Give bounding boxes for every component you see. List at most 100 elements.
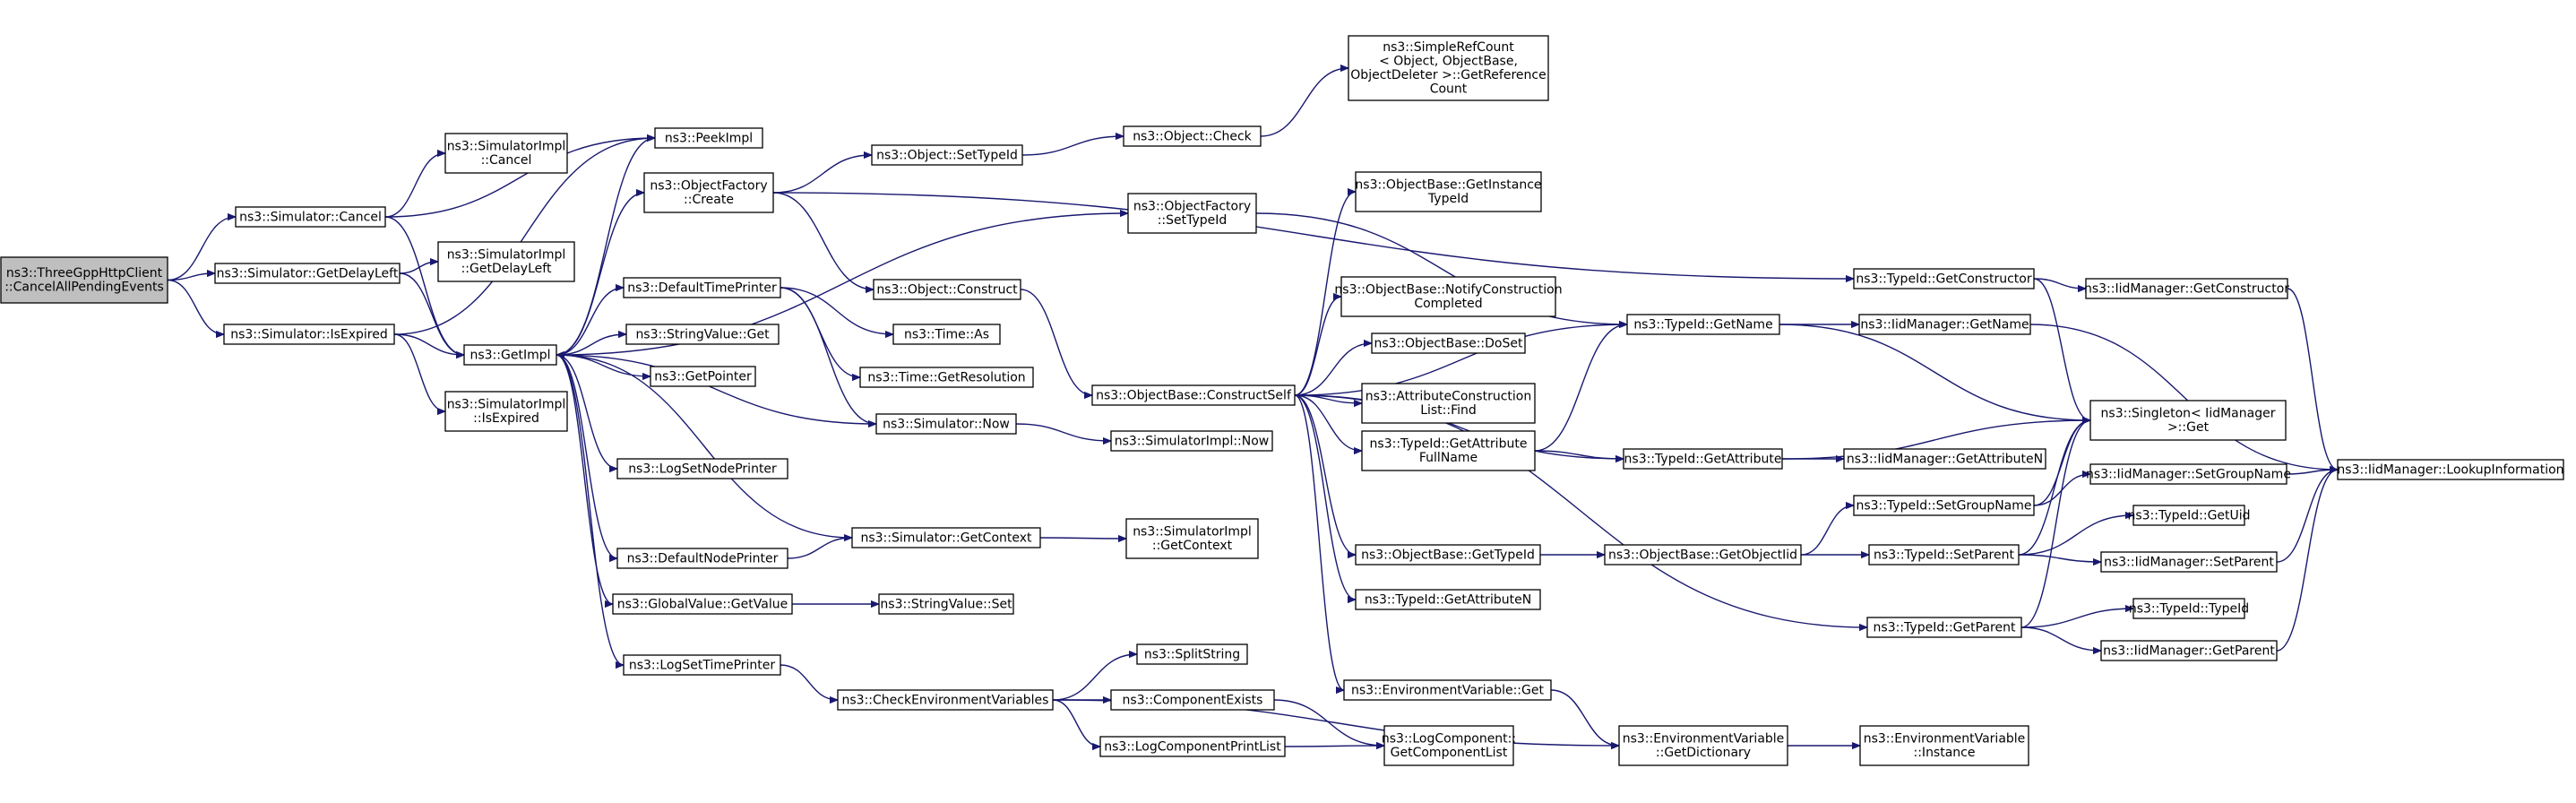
function-node-label: < Object, ObjectBase, xyxy=(1379,55,1518,69)
function-node[interactable]: ns3::ObjectBase::GetObjectIid xyxy=(1604,544,1802,566)
function-node-label: ns3::TypeId::GetAttribute xyxy=(1370,437,1528,452)
call-edge-line xyxy=(780,664,838,700)
function-node[interactable]: ns3::ObjectBase::DoSet xyxy=(1371,332,1526,354)
call-edge-line xyxy=(1255,212,1627,324)
function-node[interactable]: ns3::Simulator::Cancel xyxy=(235,206,386,228)
function-node[interactable]: ns3::GetImpl xyxy=(463,344,557,366)
call-edge-line xyxy=(556,354,625,665)
function-node[interactable]: ns3::TypeId::TypeId xyxy=(2129,598,2249,619)
function-node[interactable]: ns3::IidManager::GetName xyxy=(1858,314,2031,335)
function-node[interactable]: ns3::DefaultNodePrinter xyxy=(616,548,788,569)
function-node[interactable]: ns3::LogSetNodePrinter xyxy=(616,458,788,479)
function-node[interactable]: ns3::LogComponentPrintList xyxy=(1099,736,1286,757)
function-node-box xyxy=(878,593,1014,615)
call-edge-line xyxy=(556,355,853,539)
function-node[interactable]: ns3::SimulatorImpl::Cancel xyxy=(444,133,568,174)
function-node[interactable]: ns3::ComponentExists xyxy=(1110,689,1275,711)
function-node[interactable]: ns3::TypeId::SetParent xyxy=(1868,544,2020,566)
function-node-box xyxy=(2132,598,2245,619)
function-node[interactable]: ns3::StringValue::Set xyxy=(878,593,1014,615)
function-node[interactable]: ns3::EnvironmentVariable::Instance xyxy=(1859,725,2029,766)
function-node[interactable]: ns3::ObjectBase::GetTypeId xyxy=(1355,544,1541,566)
function-node-box xyxy=(1853,268,2035,289)
function-node[interactable]: ns3::GlobalValue::GetValue xyxy=(612,593,793,615)
function-node-label: ns3::IidManager::GetConstructor xyxy=(2084,281,2289,296)
call-edge-line xyxy=(393,333,446,411)
function-node-label: ns3::Simulator::GetContext xyxy=(860,531,1032,545)
call-edge-line xyxy=(2029,324,2338,470)
function-node[interactable]: ns3::Simulator::GetContext xyxy=(851,527,1041,548)
function-node[interactable]: ns3::Object::SetTypeId xyxy=(871,144,1023,166)
call-edge-line xyxy=(2033,278,2091,420)
function-node[interactable]: ns3::LogSetTimePrinter xyxy=(623,654,781,676)
function-node[interactable]: ns3::Simulator::Now xyxy=(875,413,1017,435)
function-node[interactable]: ns3::TypeId::GetName xyxy=(1626,314,1780,335)
function-node[interactable]: ns3::EnvironmentVariable::Get xyxy=(1343,679,1552,701)
function-node[interactable]: ns3::Singleton< IidManager>::Get xyxy=(2089,400,2287,441)
function-node-box xyxy=(0,256,168,304)
function-node[interactable]: ns3::SimulatorImpl::GetContext xyxy=(1125,518,1259,559)
function-node[interactable]: ns3::ObjectBase::ConstructSelf xyxy=(1091,384,1296,406)
function-node[interactable]: ns3::ObjectFactory::Create xyxy=(643,172,774,213)
call-edge-line xyxy=(1800,505,1855,556)
function-node[interactable]: ns3::SimulatorImpl::IsExpired xyxy=(444,391,568,432)
function-node[interactable]: ns3::Object::Construct xyxy=(873,279,1021,300)
function-node[interactable]: ns3::ObjectFactory::SetTypeId xyxy=(1127,193,1257,234)
function-node-label: ns3::IidManager::GetParent xyxy=(2103,643,2275,658)
function-node[interactable]: ns3::IidManager::SetParent xyxy=(2100,551,2278,573)
function-node[interactable]: ns3::IidManager::GetParent xyxy=(2100,640,2278,661)
function-node-label: ns3::TypeId::SetParent xyxy=(1874,548,2014,562)
function-node[interactable]: ns3::StringValue::Get xyxy=(625,324,780,345)
function-node[interactable]: ns3::Simulator::IsExpired xyxy=(223,324,395,345)
function-node-label: TypeId xyxy=(1427,192,1469,206)
function-node-box xyxy=(2089,400,2287,441)
function-node-label: ns3::TypeId::GetConstructor xyxy=(1856,272,2031,286)
function-node[interactable]: ns3::IidManager::GetAttributeN xyxy=(1843,448,2046,470)
function-node[interactable]: ns3::GetPointer xyxy=(650,366,756,387)
function-node-label: ns3::IidManager::GetName xyxy=(1860,317,2029,332)
function-node[interactable]: ns3::ThreeGppHttpClient::CancelAllPendin… xyxy=(0,256,168,304)
function-node[interactable]: ns3::DefaultTimePrinter xyxy=(623,277,781,298)
function-node[interactable]: ns3::SimpleRefCount< Object, ObjectBase,… xyxy=(1348,35,1549,101)
function-node[interactable]: ns3::EnvironmentVariable::GetDictionary xyxy=(1618,725,1788,766)
function-node-box xyxy=(616,548,788,569)
function-node-label: ns3::TypeId::GetAttribute xyxy=(1624,452,1782,466)
function-node[interactable]: ns3::TypeId::GetParent xyxy=(1866,617,2022,638)
function-node-box xyxy=(873,279,1021,300)
function-node-box xyxy=(1623,448,1783,470)
function-node[interactable]: ns3::CheckEnvironmentVariables xyxy=(837,689,1054,711)
function-node-box xyxy=(616,458,788,479)
function-node[interactable]: ns3::Time::GetResolution xyxy=(859,367,1034,388)
function-node-box xyxy=(223,324,395,345)
function-node[interactable]: ns3::ObjectBase::NotifyConstructionCompl… xyxy=(1334,276,1563,317)
function-node[interactable]: ns3::Object::Check xyxy=(1123,125,1262,147)
call-edge xyxy=(393,138,655,335)
function-node[interactable]: ns3::TypeId::GetUid xyxy=(2127,505,2251,526)
function-node[interactable]: ns3::TypeId::GetAttribute xyxy=(1623,448,1783,470)
function-node[interactable]: ns3::SimulatorImpl::GetDelayLeft xyxy=(437,241,575,282)
function-node[interactable]: ns3::IidManager::LookupInformation xyxy=(2337,459,2564,480)
call-edge xyxy=(2020,420,2091,628)
function-node-label: ns3::TypeId::TypeId xyxy=(2129,601,2249,616)
function-node[interactable]: ns3::Time::As xyxy=(892,324,1001,345)
call-edge-line xyxy=(1021,136,1124,156)
function-node[interactable]: ns3::TypeId::GetAttributeN xyxy=(1355,589,1541,610)
function-node[interactable]: ns3::Simulator::GetDelayLeft xyxy=(214,263,401,284)
function-node[interactable]: ns3::SplitString xyxy=(1136,643,1248,665)
call-edge xyxy=(556,354,614,604)
call-edge-line xyxy=(1284,746,1384,747)
function-node-box xyxy=(1127,193,1257,234)
function-node[interactable]: ns3::TypeId::GetConstructor xyxy=(1853,268,2035,289)
function-node[interactable]: ns3::IidManager::SetGroupName xyxy=(2086,463,2291,485)
function-node[interactable]: ns3::TypeId::SetGroupName xyxy=(1853,495,2035,516)
function-node[interactable]: ns3::PeekImpl xyxy=(654,127,763,149)
call-edge xyxy=(2033,278,2086,289)
function-node[interactable]: ns3::IidManager::GetConstructor xyxy=(2084,278,2289,299)
function-node-box xyxy=(623,277,781,298)
function-node-label: ns3::SplitString xyxy=(1144,647,1240,661)
function-node[interactable]: ns3::LogComponent::GetComponentList xyxy=(1382,725,1516,766)
function-node[interactable]: ns3::SimulatorImpl::Now xyxy=(1110,430,1273,452)
